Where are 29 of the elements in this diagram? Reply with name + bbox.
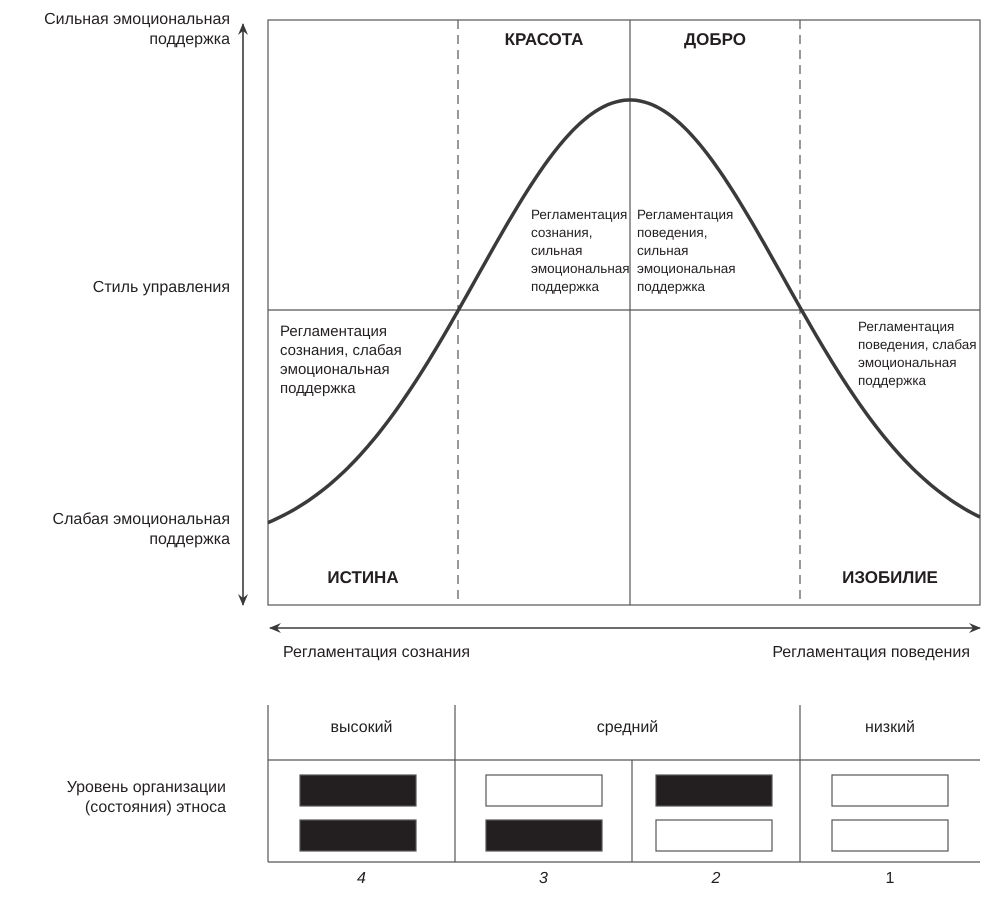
column-number: 3: [538, 869, 549, 889]
empty-bar: [831, 819, 949, 852]
row-label: Уровень организации (состояния) этноса: [66, 778, 226, 818]
axis-label: Слабая эмоциональная поддержка: [52, 510, 230, 550]
axis-label: Регламентация сознания: [283, 643, 471, 663]
filled-bar: [485, 819, 603, 852]
axis-label: Сильная эмоциональная поддержка: [43, 10, 230, 50]
filled-bar: [299, 819, 417, 852]
table-header: низкий: [864, 718, 916, 738]
empty-bar: [485, 774, 603, 807]
column-number: 4: [356, 869, 367, 889]
quadrant-title: КРАСОТА: [504, 30, 584, 50]
axis-label: Регламентация поведения: [771, 643, 970, 663]
column-number: 2: [710, 869, 722, 889]
quadrant-text: Регламентация поведения, слабая эмоциональная поддержка: [858, 318, 978, 390]
column-number: 1: [884, 869, 896, 889]
quadrant-title: ИЗОБИЛИЕ: [841, 568, 939, 588]
axis-label: Стиль управления: [92, 278, 230, 298]
filled-bar: [299, 774, 417, 807]
empty-bar: [655, 819, 773, 852]
table-header: средний: [596, 718, 660, 738]
table-header: высокий: [330, 718, 394, 738]
quadrant-text: Регламентация сознания, слабая эмоциональная поддержка: [280, 322, 402, 398]
quadrant-text: Регламентация сознания, сильная эмоциональная поддержка: [531, 206, 629, 296]
quadrant-title: ИСТИНА: [326, 568, 400, 588]
empty-bar: [831, 774, 949, 807]
quadrant-text: Регламентация поведения, сильная эмоциональная поддержка: [637, 206, 737, 296]
filled-bar: [655, 774, 773, 807]
quadrant-title: ДОБРО: [683, 30, 747, 50]
